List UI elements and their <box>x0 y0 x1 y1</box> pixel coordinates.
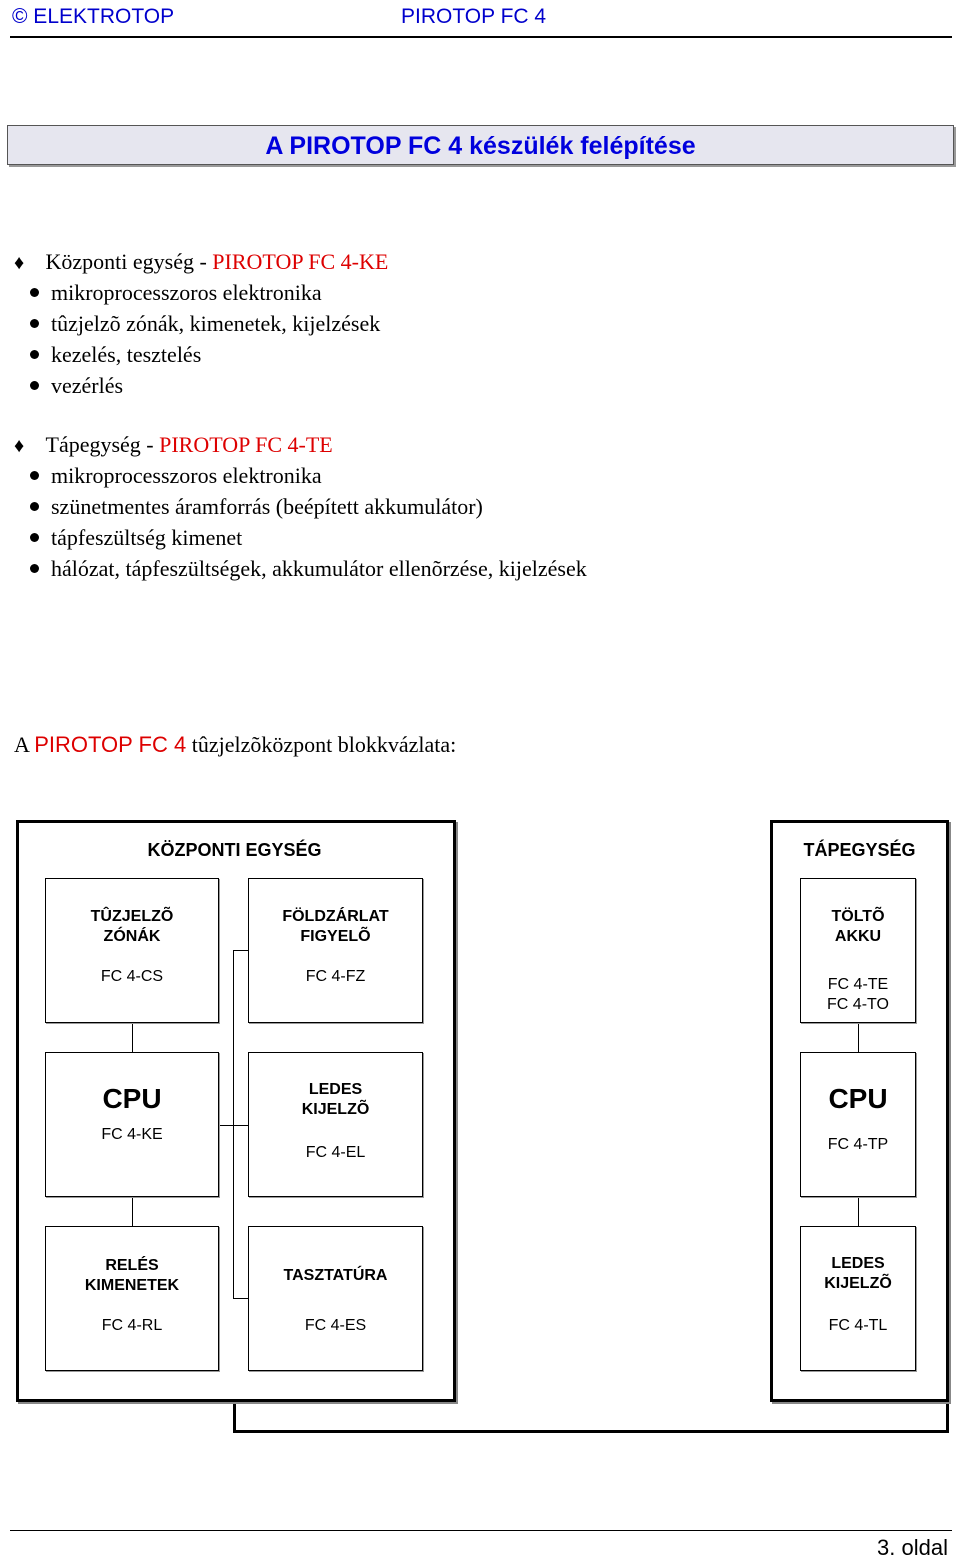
list-item-text: tûzjelzõ zónák, kimenetek, kijelzések <box>51 311 381 336</box>
block-title: CPU <box>102 1083 162 1114</box>
caption-suffix: tûzjelzõközpont blokkvázlata: <box>186 732 457 757</box>
block-code: FC 4-TO <box>827 996 889 1013</box>
section-heading-power: ♦ Tápegység - PIROTOP FC 4-TE <box>14 432 333 458</box>
dot-bullet-icon <box>30 533 39 543</box>
block-fire-zones: TÛZJELZÕ ZÓNÁK FC 4-CS <box>45 878 219 1023</box>
dot-bullet-icon <box>30 564 39 574</box>
section-heading-model: PIROTOP FC 4-KE <box>212 249 389 274</box>
block-title: KIMENETEK <box>84 1277 180 1294</box>
block-cpu-power: CPU FC 4-TP <box>800 1052 916 1197</box>
diamond-bullet-icon: ♦ <box>14 435 25 457</box>
caption-prefix: A <box>14 732 35 757</box>
diagram-caption: A PIROTOP FC 4 tûzjelzõközpont blokkvázl… <box>14 732 456 758</box>
list-item-text: szünetmentes áramforrás (beépített akkum… <box>51 494 483 519</box>
list-item: hálózat, tápfeszültségek, akkumulátor el… <box>0 556 587 582</box>
block-code: FC 4-ES <box>304 1317 367 1334</box>
dot-bullet-icon <box>30 471 39 481</box>
list-item-text: kezelés, tesztelés <box>51 342 202 367</box>
section-heading-central: ♦ Központi egység - PIROTOP FC 4-KE <box>14 249 388 275</box>
block-led-display-central: LEDES KIJELZÕ FC 4-EL <box>248 1052 423 1197</box>
block-title: LEDES <box>831 1255 885 1272</box>
page-title: A PIROTOP FC 4 készülék felépítése <box>265 132 696 160</box>
block-led-display-power: LEDES KIJELZÕ FC 4-TL <box>800 1226 916 1371</box>
list-item: vezérlés <box>0 373 123 399</box>
block-charger-battery: TÖLTÕ AKKU FC 4-TE FC 4-TO <box>800 878 916 1023</box>
block-title: RELÉS <box>105 1257 159 1274</box>
block-title: KIJELZÕ <box>301 1101 370 1118</box>
dot-bullet-icon <box>30 350 39 360</box>
block-code: FC 4-KE <box>101 1126 163 1143</box>
connector-line <box>858 1197 859 1226</box>
footer-divider <box>10 1530 952 1531</box>
block-title: FIGYELÕ <box>300 928 371 945</box>
bus-connector <box>233 1398 949 1433</box>
block-title: TASZTATÚRA <box>283 1267 388 1284</box>
block-title: TÛZJELZÕ <box>90 908 174 925</box>
list-item: tápfeszültség kimenet <box>0 525 242 551</box>
block-code: FC 4-RL <box>101 1317 163 1334</box>
connector-line <box>132 1023 133 1052</box>
caption-product: PIROTOP FC 4 <box>34 732 187 757</box>
dot-bullet-icon <box>30 319 39 329</box>
block-code: FC 4-CS <box>100 968 164 985</box>
block-title: KIJELZÕ <box>824 1275 892 1292</box>
list-item-text: vezérlés <box>51 373 124 398</box>
block-code: FC 4-TP <box>827 1136 889 1153</box>
connector-line <box>233 950 248 951</box>
block-code: FC 4-TE <box>827 976 889 993</box>
section-heading-model: PIROTOP FC 4-TE <box>159 432 333 457</box>
list-item: kezelés, tesztelés <box>0 342 201 368</box>
block-title: FÖLDZÁRLAT <box>282 908 389 925</box>
dot-bullet-icon <box>30 288 39 298</box>
list-item: tûzjelzõ zónák, kimenetek, kijelzések <box>0 311 380 337</box>
list-item: mikroprocesszoros elektronika <box>0 280 322 306</box>
list-item-text: tápfeszültség kimenet <box>51 525 243 550</box>
connector-line <box>233 1298 248 1299</box>
connector-line <box>219 1125 248 1126</box>
dot-bullet-icon <box>30 381 39 391</box>
block-relay-outputs: RELÉS KIMENETEK FC 4-RL <box>45 1226 219 1371</box>
block-keyboard: TASZTATÚRA FC 4-ES <box>248 1226 423 1371</box>
header-divider <box>10 36 952 38</box>
block-title: TÖLTÕ <box>831 908 885 925</box>
dot-bullet-icon <box>30 502 39 512</box>
power-unit-title: TÁPEGYSÉG <box>803 840 916 860</box>
list-item: szünetmentes áramforrás (beépített akkum… <box>0 494 483 520</box>
connector-line <box>132 1197 133 1226</box>
block-title: CPU <box>828 1083 888 1114</box>
list-item-text: mikroprocesszoros elektronika <box>51 280 322 305</box>
page-title-bar: A PIROTOP FC 4 készülék felépítése <box>7 125 954 165</box>
section-heading-text: Tápegység - <box>45 432 160 457</box>
list-item-text: mikroprocesszoros elektronika <box>51 463 322 488</box>
header-brand: © ELEKTROTOP <box>12 5 175 28</box>
block-title: ZÓNÁK <box>103 928 161 945</box>
block-cpu-central: CPU FC 4-KE <box>45 1052 219 1197</box>
block-code: FC 4-TL <box>828 1317 888 1334</box>
list-item: mikroprocesszoros elektronika <box>0 463 322 489</box>
block-code: FC 4-FZ <box>305 968 366 985</box>
block-earth-fault-monitor: FÖLDZÁRLAT FIGYELÕ FC 4-FZ <box>248 878 423 1023</box>
diamond-bullet-icon: ♦ <box>14 252 25 274</box>
page-number: 3. oldal <box>877 1535 948 1560</box>
block-title: LEDES <box>308 1081 363 1098</box>
connector-line <box>858 1023 859 1052</box>
block-title: AKKU <box>834 928 882 945</box>
section-heading-text: Központi egység - <box>45 249 213 274</box>
central-unit-title: KÖZPONTI EGYSÉG <box>147 840 322 860</box>
header-product: PIROTOP FC 4 <box>401 5 547 28</box>
list-item-text: hálózat, tápfeszültségek, akkumulátor el… <box>51 556 587 581</box>
internal-bus-line <box>233 950 234 1298</box>
block-code: FC 4-EL <box>305 1144 366 1161</box>
